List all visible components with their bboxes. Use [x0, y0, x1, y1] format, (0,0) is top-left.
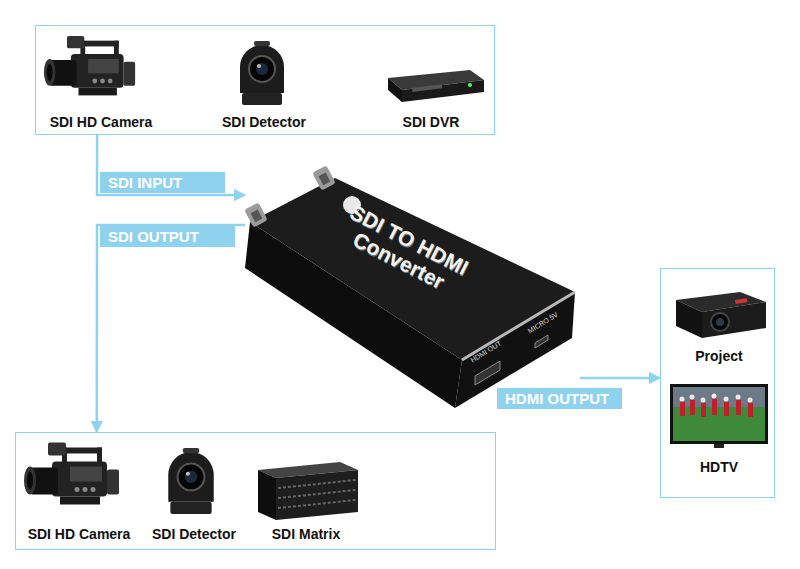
dvr-illustration — [388, 70, 484, 102]
tv-illustration — [670, 384, 768, 448]
signal-arrow — [97, 225, 245, 432]
projector-illustration — [676, 292, 766, 338]
device-label: SDI HD Camera — [21, 115, 181, 130]
signal-arrow — [580, 377, 660, 380]
device-group-box: SDI HD CameraSDI DetectorSDI Matrix — [15, 432, 496, 550]
hdmi-port — [475, 361, 500, 385]
bevel-edge — [462, 292, 575, 360]
converter-device: SDI TO HDMI ConverterHDMI OUTMICRO 5V — [245, 165, 580, 415]
device-group-box: SDI HD CameraSDI DetectorSDI DVR — [35, 25, 495, 135]
bnc-connectors — [244, 165, 336, 227]
device-label: SDI Detector — [194, 115, 334, 130]
device-label: HDTV — [669, 460, 769, 475]
device-group-box: ProjectHDTV — [660, 268, 775, 498]
matrix-illustration — [258, 462, 358, 520]
device-label: SDI Detector — [134, 527, 254, 542]
signal-label: SDI INPUT — [100, 172, 225, 193]
device-label: SDI DVR — [371, 115, 491, 130]
signal-label: HDMI OUTPUT — [497, 388, 622, 409]
usb-port — [535, 335, 548, 348]
device-label: Project — [669, 349, 769, 364]
device-label: SDI HD Camera — [4, 527, 154, 542]
converter-body — [245, 165, 580, 415]
converter-face — [455, 292, 575, 408]
signal-label: SDI OUTPUT — [100, 226, 235, 247]
signal-arrow — [97, 135, 245, 195]
device-label: SDI Matrix — [251, 527, 361, 542]
